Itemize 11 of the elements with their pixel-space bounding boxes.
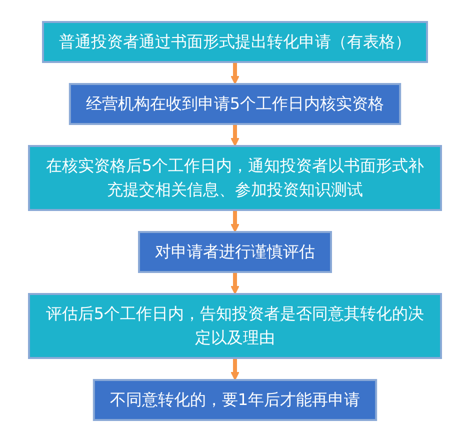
node-box: 不同意转化的，要1年后才能再申请 bbox=[92, 378, 377, 420]
node-box: 普通投资者通过书面形式提出转化申请（有表格） bbox=[42, 20, 428, 62]
node-box: 评估后5个工作日内，告知投资者是否同意其转化的决定以及理由 bbox=[28, 292, 442, 358]
arrow bbox=[230, 271, 239, 294]
node-box: 经营机构在收到申请5个工作日内核实资格 bbox=[68, 82, 401, 124]
node-box: 在核实资格后5个工作日内，通知投资者以书面形式补充提交相关信息、参加投资知识测试 bbox=[28, 144, 442, 210]
node-box: 对申请者进行谨慎评估 bbox=[138, 230, 332, 272]
arrow bbox=[230, 357, 239, 380]
arrow bbox=[230, 61, 239, 84]
arrow bbox=[230, 123, 239, 146]
arrow bbox=[230, 209, 239, 232]
